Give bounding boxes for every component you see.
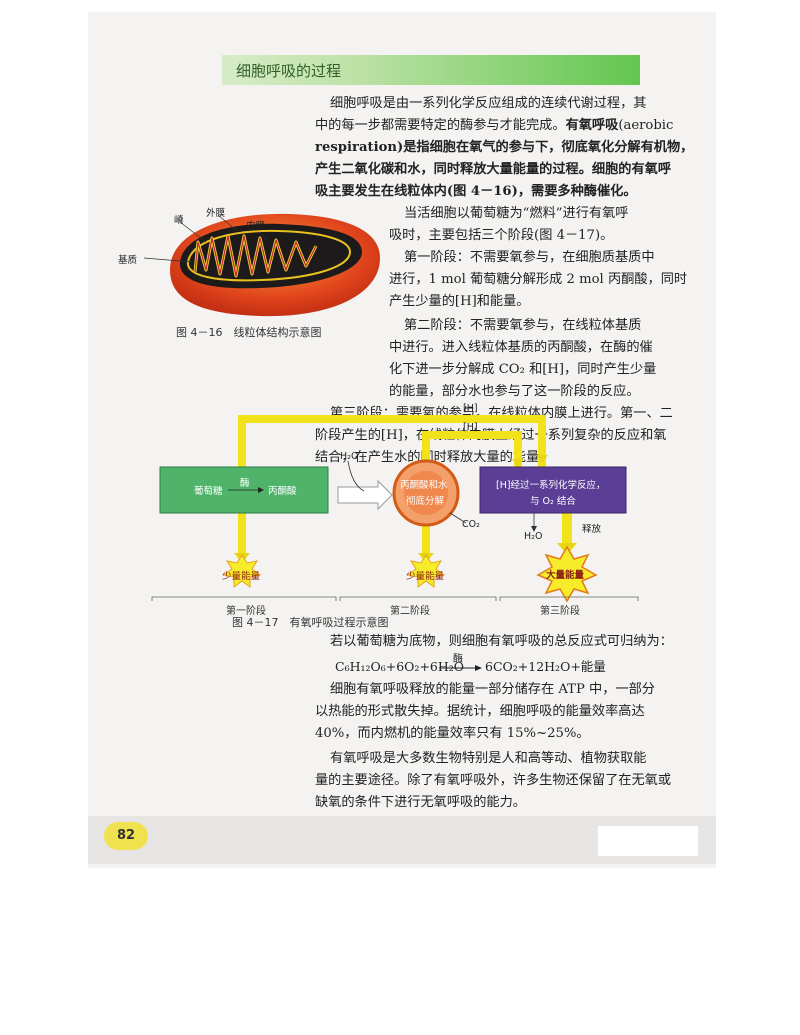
figure2-caption: 图 4－17 有氧呼吸过程示意图 — [232, 616, 389, 629]
paragraph-line: respiration)是指细胞在氧气的参与下，彻底氧化分解有机物， — [315, 140, 694, 155]
equation-reactants: C₆H₁₂O₆+6O₂+6H₂O — [335, 659, 465, 674]
section-header: 细胞呼吸的过程 — [222, 55, 640, 85]
paragraph-line: 以热能的形式散失掉。据统计，细胞呼吸的能量效率高达 — [315, 704, 645, 719]
paragraph-line: 量的主要途径。除了有氧呼吸外，许多生物还保留了在无氧或 — [315, 773, 672, 788]
release-label: 释放 — [582, 524, 602, 535]
outer-membrane-label: 外膜 — [206, 208, 226, 219]
h2o-output-label: H₂O — [524, 531, 543, 542]
paragraph-line: 40%，而内燃机的能量效率只有 15%~25%。 — [315, 726, 590, 741]
paragraph-line: 第一阶段：不需要氧参与，在细胞质基质中 — [404, 250, 655, 265]
paragraph-line: 产生二氧化碳和水，同时释放大量能量的过程。细胞的有氧呼 — [315, 162, 672, 177]
paragraph-line: 产生少量的[H]和能量。 — [389, 294, 530, 309]
paragraph-line: 吸主要发生在线粒体内(图 4－16)，需要多种酶催化。 — [315, 184, 637, 199]
glucose-label: 葡萄糖 — [194, 486, 223, 497]
matrix-label: 基质 — [118, 255, 138, 266]
page-number: 82 — [104, 822, 148, 850]
inner-membrane-label: 内膜 — [246, 221, 266, 232]
equation-products: 6CO₂+12H₂O+能量 — [485, 659, 606, 674]
equation-arrow — [439, 665, 482, 671]
h-top-label: [H] — [463, 403, 478, 414]
paragraph-line: 结合，在产生水的同时释放大量的能量。 — [315, 450, 553, 465]
stage-2-label: 第二阶段 — [390, 606, 430, 617]
energy-small-1: 少量能量 — [222, 571, 261, 582]
h2o-input-label: H₂O — [340, 451, 359, 462]
paragraph-line: 中进行。进入线粒体基质的丙酮酸，在酶的催 — [389, 340, 653, 355]
mitochondrion-figure: 嵴 外膜 内膜 基质 — [118, 200, 390, 325]
paragraph-line: 当活细胞以葡萄糖为“燃料”进行有氧呼 — [404, 206, 629, 221]
pyruvate-label: 丙酮酸 — [268, 486, 297, 497]
h-mid-label: [H] — [463, 422, 478, 433]
paragraph-line: 中的每一步都需要特定的酶参与才能完成。有氧呼吸(aerobic — [315, 118, 674, 133]
reaction-equation: C₆H₁₂O₆+6O₂+6H₂O 酶 6CO₂+12H₂O+能量 — [335, 654, 635, 678]
box3-text-1: [H]经过一系列化学反应， — [496, 480, 606, 491]
equation-enzyme: 酶 — [453, 654, 463, 665]
paragraph-line: 第二阶段：不需要氧参与，在线粒体基质 — [404, 318, 642, 333]
paragraph-line: 细胞有氧呼吸释放的能量一部分储存在 ATP 中，一部分 — [330, 682, 655, 697]
stage-1-label: 第一阶段 — [226, 606, 266, 617]
paragraph-line: 缺氧的条件下进行无氧呼吸的能力。 — [315, 795, 526, 810]
energy-big: 大量能量 — [546, 570, 585, 581]
paragraph-line: 吸时，主要包括三个阶段(图 4－17)。 — [389, 228, 614, 243]
page-background — [88, 12, 716, 868]
co2-label: CO₂ — [462, 519, 480, 530]
paragraph-line: 细胞呼吸是由一系列化学反应组成的连续代谢过程，其 — [330, 96, 647, 111]
circle-text-1: 丙酮酸和水 — [400, 480, 448, 491]
ridge-label: 嵴 — [174, 215, 184, 226]
paragraph-line: 的能量，部分水也参与了这一阶段的反应。 — [389, 384, 640, 399]
paragraph-line: 有氧呼吸是大多数生物特别是人和高等动、植物获取能 — [330, 751, 647, 766]
footer-blank-block — [598, 826, 698, 856]
box3-text-2: 与 O₂ 结合 — [530, 496, 576, 507]
energy-small-2: 少量能量 — [406, 571, 445, 582]
paragraph-line: 进行，1 mol 葡萄糖分解形成 2 mol 丙酮酸，同时 — [389, 272, 688, 287]
figure1-caption: 图 4－16 线粒体结构示意图 — [176, 326, 322, 339]
section-title: 细胞呼吸的过程 — [236, 62, 342, 80]
paragraph-line: 若以葡萄糖为底物，则细胞有氧呼吸的总反应式可归纳为： — [330, 634, 673, 649]
paragraph-line: 化下进一步分解成 CO₂ 和[H]，同时产生少量 — [389, 362, 657, 377]
stage-3-label: 第三阶段 — [540, 606, 580, 617]
circle-text-2: 彻底分解 — [406, 496, 445, 507]
aerobic-respiration-diagram: [H] [H] H₂O 葡萄糖 酶 丙酮酸 丙酮酸和水 彻底分解 CO₂ [H]… — [150, 403, 640, 617]
enzyme-label: 酶 — [240, 478, 250, 489]
process-arrows — [151, 415, 639, 603]
mitochondrion-illustration — [143, 213, 380, 317]
